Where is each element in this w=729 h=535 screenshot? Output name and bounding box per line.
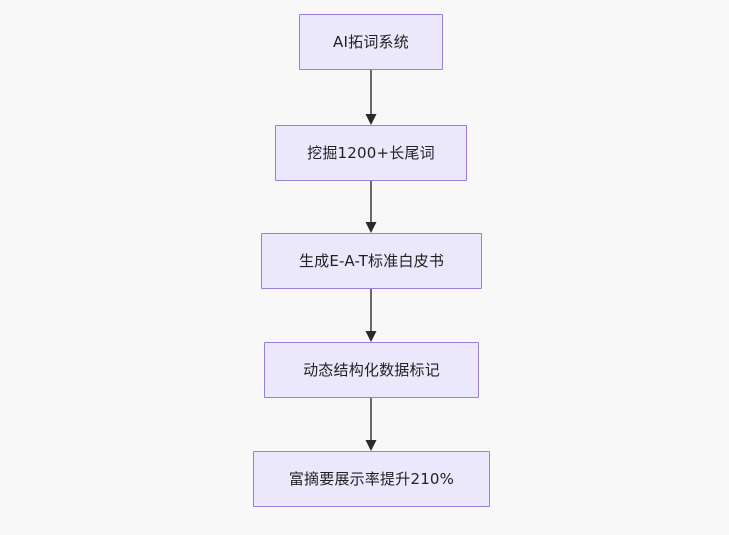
flow-node-label: 动态结构化数据标记 <box>303 360 440 379</box>
edge-arrowhead-icon <box>365 440 377 451</box>
flow-node-label: 富摘要展示率提升210% <box>288 469 455 488</box>
flow-node-label: 生成E-A-T标准白皮书 <box>298 251 445 270</box>
flow-node-mine-longtail-keywords[interactable]: 挖掘1200+长尾词 <box>275 125 467 181</box>
flow-edge-arrow <box>365 289 377 342</box>
flow-node-generate-eat-whitepaper[interactable]: 生成E-A-T标准白皮书 <box>261 233 482 289</box>
flow-node-ai-keyword-system[interactable]: AI拓词系统 <box>299 14 443 70</box>
flow-node-label: 挖掘1200+长尾词 <box>307 143 435 162</box>
flow-edge-arrow <box>365 70 377 125</box>
flow-edge-arrow <box>365 398 377 451</box>
edge-arrowhead-icon <box>365 222 377 233</box>
edge-arrowhead-icon <box>365 331 377 342</box>
flow-edge-arrow <box>365 181 377 233</box>
flow-node-dynamic-structured-data-markup[interactable]: 动态结构化数据标记 <box>264 342 479 398</box>
flow-node-rich-snippet-impression-lift[interactable]: 富摘要展示率提升210% <box>253 451 490 507</box>
flow-node-label: AI拓词系统 <box>333 32 409 51</box>
edge-arrowhead-icon <box>365 114 377 125</box>
